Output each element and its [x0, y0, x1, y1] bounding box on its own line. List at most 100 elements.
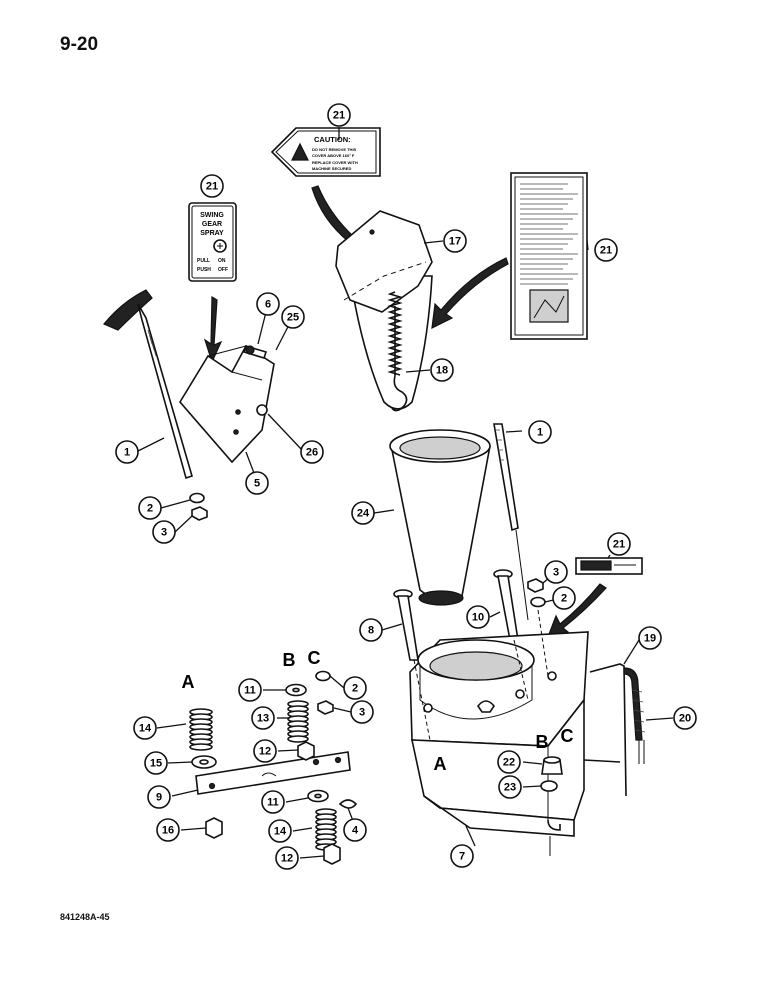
- gear-label: GEAR: [202, 221, 222, 228]
- callout-c5: 5: [245, 471, 269, 495]
- nut-16: [205, 817, 223, 839]
- callout-c12a: 12: [253, 739, 277, 763]
- callout-c6: 6: [256, 292, 280, 316]
- nut-3-mid: [317, 700, 334, 715]
- callout-number: 10: [472, 612, 484, 624]
- fitting-22: [541, 756, 563, 775]
- pull-label: PULL: [197, 258, 210, 264]
- callout-c1b: 1: [528, 420, 552, 444]
- breather-tube: [583, 663, 646, 797]
- callout-number: 18: [436, 365, 448, 377]
- callout-number: 21: [206, 181, 218, 193]
- cover-spring: [387, 291, 408, 412]
- callout-c8: 8: [359, 618, 383, 642]
- callout-number: 4: [352, 825, 359, 837]
- nut-3-right: [527, 578, 544, 593]
- nut-12-top: [297, 741, 315, 761]
- callout-c10: 10: [466, 605, 490, 629]
- callout-number: 23: [504, 782, 516, 794]
- pull-handle-rod: [103, 289, 193, 480]
- callout-number: 2: [147, 503, 153, 515]
- dipstick-rod: [493, 423, 529, 621]
- callout-number: 25: [287, 312, 299, 324]
- callout-c3c: 3: [350, 700, 374, 724]
- callout-number: 12: [259, 746, 271, 758]
- callout-number: 7: [459, 851, 465, 863]
- spray-label: SPRAY: [200, 230, 224, 237]
- reference-letter-b: B: [536, 732, 549, 752]
- filler-tube-cover: [335, 210, 433, 410]
- callout-c21a: 21: [327, 103, 351, 127]
- callout-c14b: 14: [268, 819, 292, 843]
- caution-title: CAUTION:: [314, 135, 351, 144]
- callout-c2a: 2: [138, 496, 162, 520]
- washer-11-bottom: [307, 789, 329, 803]
- callout-number: 6: [265, 299, 271, 311]
- callout-number: 21: [600, 245, 612, 257]
- callout-number: 3: [553, 567, 559, 579]
- bolt-10: [493, 569, 519, 641]
- callout-c26: 26: [300, 440, 324, 464]
- reference-letter-a: A: [434, 754, 447, 774]
- callout-c3b: 3: [544, 560, 568, 584]
- callout-number: 24: [357, 508, 370, 520]
- figure-id: 841248A-45: [60, 912, 110, 922]
- caution-line-2: COVER ABOVE 160° F: [312, 153, 355, 158]
- instruction-decal: [510, 172, 588, 340]
- callout-c9: 9: [147, 785, 171, 809]
- callout-number: 1: [537, 427, 543, 439]
- callout-number: 1: [124, 447, 130, 459]
- callout-number: 19: [644, 633, 656, 645]
- handle-bracket: [179, 344, 275, 464]
- callout-c20: 20: [673, 706, 697, 730]
- mounting-plate: [195, 751, 351, 795]
- callout-c24: 24: [351, 501, 375, 525]
- caution-line-4: MACHINE SECURED: [312, 166, 351, 171]
- callout-number: 5: [254, 478, 260, 490]
- callout-number: 3: [359, 707, 365, 719]
- callout-number: 3: [161, 527, 167, 539]
- nut-12-bottom: [323, 843, 341, 865]
- leader-lines: [137, 127, 674, 859]
- callout-c2c: 2: [343, 676, 367, 700]
- decal-arrow: [431, 257, 509, 330]
- callout-c21b: 21: [200, 174, 224, 198]
- reference-letter-a: A: [182, 672, 195, 692]
- callout-number: 20: [679, 713, 691, 725]
- callout-c11b: 11: [261, 790, 285, 814]
- callout-c13: 13: [251, 706, 275, 730]
- callout-number: 14: [139, 723, 152, 735]
- callout-number: 14: [274, 826, 287, 838]
- decal-arrow: [203, 295, 223, 364]
- clip-4: [338, 799, 358, 809]
- push-label: PUSH: [197, 267, 211, 273]
- callout-number: 15: [150, 758, 162, 770]
- callout-number: 21: [613, 539, 625, 551]
- callout-c18: 18: [430, 358, 454, 382]
- reference-letter-b: B: [283, 650, 296, 670]
- callout-number: 17: [449, 236, 461, 248]
- callout-number: 26: [306, 447, 318, 459]
- callout-number: 11: [267, 797, 279, 809]
- callout-c16: 16: [156, 818, 180, 842]
- washer-2-left: [189, 492, 205, 504]
- callout-c4: 4: [343, 818, 367, 842]
- callout-number: 21: [333, 110, 345, 122]
- callout-number: 8: [368, 625, 374, 637]
- callout-c15: 15: [144, 751, 168, 775]
- callout-number: 13: [257, 713, 269, 725]
- callout-c11a: 11: [238, 678, 262, 702]
- callout-number: 2: [352, 683, 358, 695]
- washer-2-mid: [315, 670, 331, 682]
- callout-c1a: 1: [115, 440, 139, 464]
- callout-number: 9: [156, 792, 162, 804]
- caution-line-1: DO NOT REMOVE THIS: [312, 147, 357, 152]
- callout-c17: 17: [443, 229, 467, 253]
- callout-number: 2: [561, 593, 567, 605]
- callout-c7: 7: [450, 844, 474, 868]
- nut-26: [256, 404, 268, 416]
- washer-15: [191, 755, 217, 769]
- small-tank-decal: [575, 557, 643, 575]
